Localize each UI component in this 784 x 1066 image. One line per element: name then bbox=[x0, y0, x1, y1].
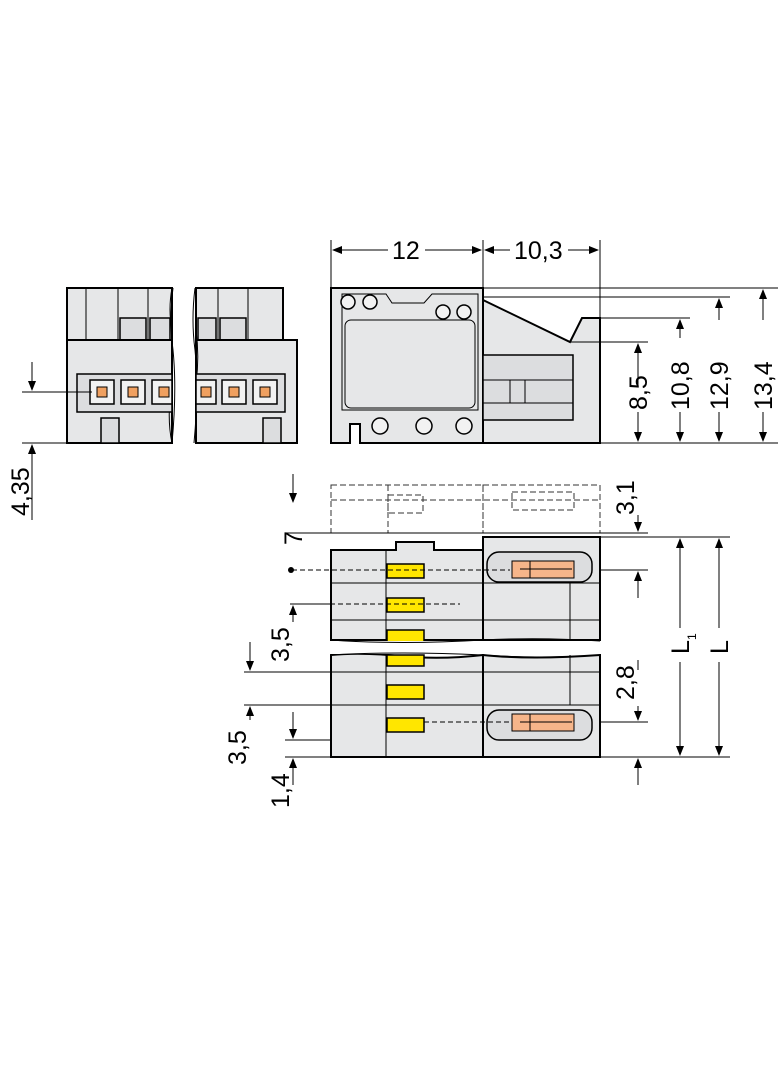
dim-L1: L bbox=[667, 640, 695, 654]
top-view bbox=[244, 474, 730, 785]
front-view bbox=[22, 285, 298, 520]
dim-10-8: 10,8 bbox=[667, 361, 695, 410]
dim-1-4: 1,4 bbox=[267, 773, 295, 808]
dim-L: L bbox=[706, 640, 734, 654]
dim-3-5-top: 3,5 bbox=[267, 627, 295, 662]
dim-4-35: 4,35 bbox=[7, 467, 35, 516]
dim-L1-subscript: 1 bbox=[685, 633, 699, 640]
dim-10-3: 10,3 bbox=[514, 237, 563, 265]
dim-3-1: 3,1 bbox=[612, 480, 640, 515]
dim-12-9: 12,9 bbox=[706, 361, 734, 410]
dim-13-4: 13,4 bbox=[750, 361, 778, 410]
dim-7: 7 bbox=[280, 531, 308, 545]
side-view bbox=[330, 240, 778, 444]
dim-3-5-bottom: 3,5 bbox=[224, 730, 252, 765]
dim-12: 12 bbox=[392, 237, 420, 265]
dim-8-5: 8,5 bbox=[625, 375, 653, 410]
dim-2-8: 2,8 bbox=[612, 665, 640, 700]
